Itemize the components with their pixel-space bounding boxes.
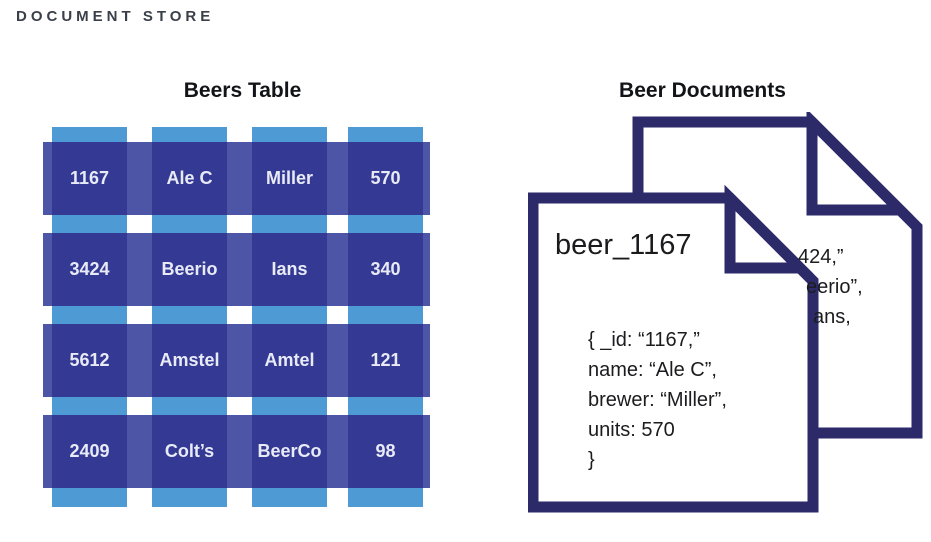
- document-heading: beer_1167: [555, 229, 692, 261]
- back-document-text-fragment: eerio”,: [806, 276, 863, 298]
- table-row: 2409 Colt’s BeerCo 98: [43, 415, 430, 488]
- table-cell: Miller: [252, 142, 327, 215]
- beer-documents-title: Beer Documents: [619, 79, 786, 102]
- document-icon: [528, 192, 819, 513]
- table-cell: 98: [348, 415, 423, 488]
- table-cell: 3424: [52, 233, 127, 306]
- json-line: units: 570: [588, 419, 675, 441]
- table-cell: 121: [348, 324, 423, 397]
- folded-corner-icon: [724, 184, 814, 274]
- table-cell: Amtel: [252, 324, 327, 397]
- json-line: }: [588, 449, 595, 471]
- back-document-text-fragment: 424,”: [798, 246, 844, 268]
- table-cell: 5612: [52, 324, 127, 397]
- table-row: 5612 Amstel Amtel 121: [43, 324, 430, 397]
- table-cell: 570: [348, 142, 423, 215]
- table-cell: Colt’s: [152, 415, 227, 488]
- table-cell: Ians: [252, 233, 327, 306]
- json-line: name: “Ale C”,: [588, 359, 717, 381]
- table-row: 1167 Ale C Miller 570: [43, 142, 430, 215]
- beers-table: 1167 Ale C Miller 570 3424 Beerio Ians 3…: [43, 127, 430, 507]
- table-cell: 2409: [52, 415, 127, 488]
- table-cell: Beerio: [152, 233, 227, 306]
- document-json-body: { _id: “1167,” name: “Ale C”, brewer: “M…: [588, 325, 727, 475]
- table-cell: 1167: [52, 142, 127, 215]
- table-row: 3424 Beerio Ians 340: [43, 233, 430, 306]
- table-cell: Amstel: [152, 324, 227, 397]
- json-line: { _id: “1167,”: [588, 329, 700, 351]
- folded-corner-icon: [806, 112, 914, 216]
- beers-table-title: Beers Table: [183, 79, 302, 102]
- beer-documents-illustration: [528, 112, 923, 513]
- table-cell: Ale C: [152, 142, 227, 215]
- json-line: brewer: “Miller”,: [588, 389, 727, 411]
- table-cell: 340: [348, 233, 423, 306]
- page-title: DOCUMENT STORE: [16, 8, 215, 25]
- table-cell: BeerCo: [252, 415, 327, 488]
- back-document-text-fragment: ans,: [813, 306, 851, 328]
